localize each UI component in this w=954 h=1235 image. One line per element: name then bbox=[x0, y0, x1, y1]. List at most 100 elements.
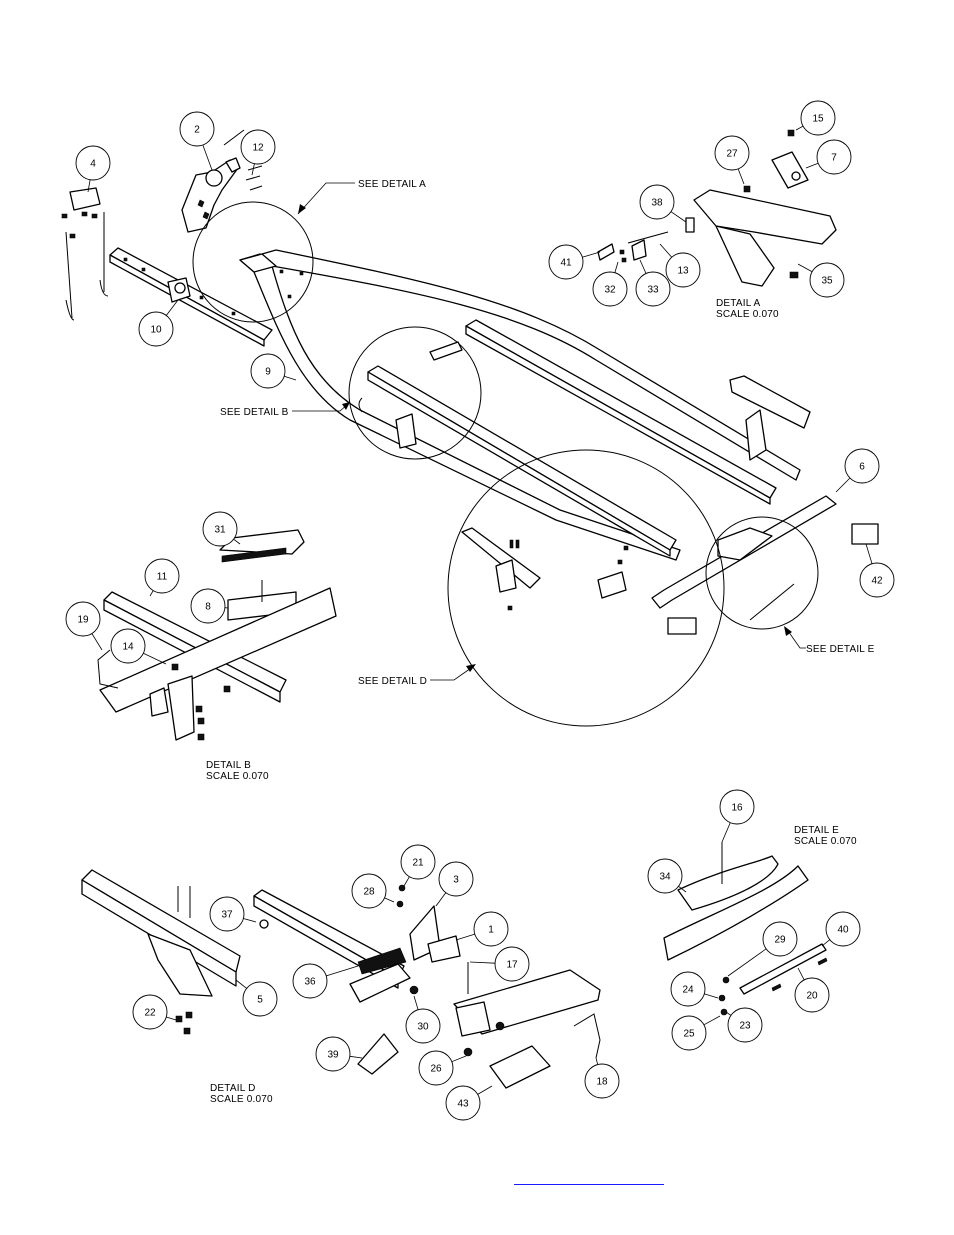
balloon-leader-6 bbox=[835, 477, 851, 493]
balloon-number-30: 30 bbox=[417, 1022, 429, 1033]
detail-b-scale: SCALE 0.070 bbox=[206, 771, 269, 782]
balloon-2 bbox=[179, 111, 215, 147]
balloon-leader-31 bbox=[233, 538, 241, 545]
balloon-leader-1 bbox=[455, 933, 475, 941]
balloon-leader-37 bbox=[243, 918, 257, 923]
detail-d-title: DETAIL D bbox=[210, 1083, 256, 1094]
footer-link[interactable] bbox=[514, 1172, 664, 1185]
balloon-leader-38 bbox=[670, 211, 687, 223]
balloon-number-28: 28 bbox=[363, 887, 375, 898]
balloon-number-41: 41 bbox=[560, 258, 572, 269]
balloon-4 bbox=[75, 145, 111, 181]
balloon-23 bbox=[727, 1007, 763, 1043]
balloon-leader-19 bbox=[91, 633, 103, 651]
balloon-number-23: 23 bbox=[739, 1021, 751, 1032]
balloon-leader-33 bbox=[639, 259, 647, 274]
balloon-number-18: 18 bbox=[596, 1077, 608, 1088]
balloon-33 bbox=[635, 271, 671, 307]
balloon-leader-25 bbox=[703, 1015, 721, 1026]
balloon-41 bbox=[548, 244, 584, 280]
balloon-number-24: 24 bbox=[682, 985, 694, 996]
detail-e-title: DETAIL E bbox=[794, 825, 839, 836]
detail-e-circle bbox=[705, 516, 819, 630]
balloon-15 bbox=[800, 100, 836, 136]
balloon-number-12: 12 bbox=[252, 143, 264, 154]
balloon-32 bbox=[592, 271, 628, 307]
balloon-number-34: 34 bbox=[659, 872, 671, 883]
see-detail-d-label: SEE DETAIL D bbox=[358, 676, 427, 687]
balloon-leader-17 bbox=[469, 961, 496, 964]
balloon-number-39: 39 bbox=[327, 1050, 339, 1061]
balloon-leader-22 bbox=[166, 1016, 177, 1021]
balloon-6 bbox=[844, 448, 880, 484]
see-detail-a-label: SEE DETAIL A bbox=[358, 179, 426, 190]
balloon-number-43: 43 bbox=[457, 1099, 469, 1110]
balloon-26 bbox=[418, 1050, 454, 1086]
detail-b-title: DETAIL B bbox=[206, 760, 251, 771]
balloon-leader-7 bbox=[805, 162, 819, 169]
balloon-leader-10 bbox=[165, 299, 179, 316]
balloon-leader-39 bbox=[349, 1055, 363, 1059]
balloon-number-20: 20 bbox=[806, 991, 818, 1002]
balloon-number-36: 36 bbox=[304, 977, 316, 988]
balloon-39 bbox=[315, 1036, 351, 1072]
tongue-jack bbox=[61, 187, 109, 321]
balloon-leader-18 bbox=[595, 1057, 599, 1065]
balloon-leader-14 bbox=[143, 652, 167, 665]
detail-d: DETAIL D SCALE 0.070 bbox=[81, 869, 601, 1105]
balloon-43 bbox=[445, 1085, 481, 1121]
balloon-leader-12 bbox=[251, 163, 255, 176]
balloon-leader-23 bbox=[725, 1011, 732, 1016]
balloon-17 bbox=[494, 946, 530, 982]
detail-d-circle bbox=[447, 449, 725, 727]
detail-e-scale: SCALE 0.070 bbox=[794, 836, 857, 847]
balloon-36 bbox=[292, 963, 328, 999]
balloon-leader-21 bbox=[403, 876, 410, 887]
balloon-19 bbox=[65, 601, 101, 637]
balloon-leader-36 bbox=[326, 965, 359, 977]
balloon-leader-5 bbox=[235, 979, 247, 989]
balloon-8 bbox=[190, 588, 226, 624]
balloon-number-3: 3 bbox=[453, 875, 459, 886]
balloon-leader-11 bbox=[149, 590, 154, 597]
balloon-number-32: 32 bbox=[604, 285, 616, 296]
balloon-11 bbox=[144, 558, 180, 594]
balloon-9 bbox=[250, 353, 286, 389]
balloon-leader-34 bbox=[678, 885, 687, 893]
balloon-number-10: 10 bbox=[150, 325, 162, 336]
balloon-leader-13 bbox=[659, 243, 673, 258]
balloon-number-16: 16 bbox=[731, 803, 743, 814]
balloon-leader-9 bbox=[284, 375, 297, 381]
balloon-14 bbox=[110, 628, 146, 664]
detail-a: DETAIL A SCALE 0.070 bbox=[597, 129, 837, 320]
balloon-28 bbox=[351, 873, 387, 909]
detail-b: DETAIL B SCALE 0.070 bbox=[97, 529, 337, 782]
balloon-number-35: 35 bbox=[821, 276, 833, 287]
balloon-leader-4 bbox=[87, 179, 91, 193]
balloon-number-31: 31 bbox=[214, 525, 226, 536]
balloon-number-38: 38 bbox=[651, 198, 663, 209]
balloon-number-33: 33 bbox=[647, 285, 659, 296]
balloon-number-22: 22 bbox=[144, 1008, 156, 1019]
balloon-16 bbox=[719, 789, 755, 825]
balloon-leader-40 bbox=[821, 939, 831, 947]
detail-a-scale: SCALE 0.070 bbox=[716, 309, 779, 320]
balloon-leader-24 bbox=[704, 993, 719, 999]
balloon-leader-27 bbox=[737, 168, 745, 185]
balloon-30 bbox=[405, 1008, 441, 1044]
balloon-leader-2 bbox=[202, 144, 213, 171]
balloon-13 bbox=[665, 252, 701, 288]
balloon-number-9: 9 bbox=[265, 367, 271, 378]
balloon-5 bbox=[242, 981, 278, 1017]
balloon-leader-43 bbox=[477, 1085, 493, 1095]
balloon-25 bbox=[671, 1015, 707, 1051]
balloon-10 bbox=[138, 311, 174, 347]
winch-stand bbox=[181, 129, 263, 233]
balloon-number-26: 26 bbox=[430, 1064, 442, 1075]
balloon-number-15: 15 bbox=[812, 114, 824, 125]
detail-a-circle bbox=[192, 201, 314, 323]
balloon-31 bbox=[202, 511, 238, 547]
balloon-number-21: 21 bbox=[412, 858, 424, 869]
balloon-number-8: 8 bbox=[205, 602, 211, 613]
